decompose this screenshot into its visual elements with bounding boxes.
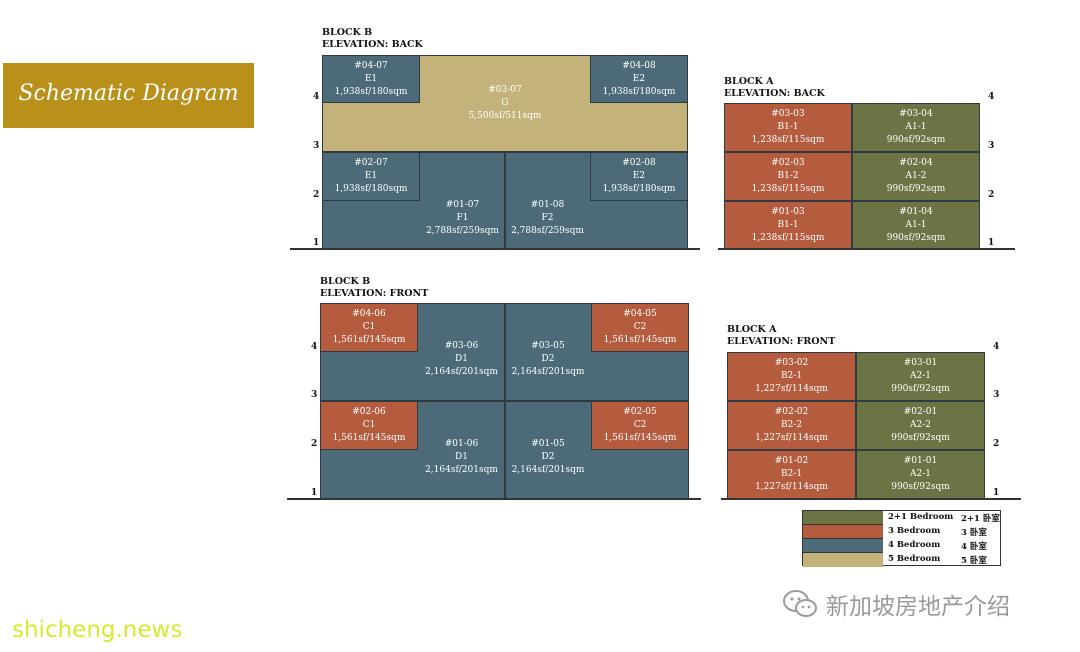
floor-number: 2 [313,190,320,200]
block-a-front-elevation: ELEVATION: FRONT [727,336,836,347]
wechat-icon [783,590,817,617]
wechat-account-name: 新加坡房地产介绍 [826,594,1010,620]
floor-number: 4 [311,342,318,352]
legend-label: 2+1 Bedroom [888,512,954,522]
block-a-back-name: BLOCK A [724,76,774,87]
legend-label-cn: 2+1 卧室 [961,514,1000,524]
legend-swatch [803,539,883,553]
legend-item: 2+1 Bedroom 2+1 卧室 [803,511,1000,525]
legend-swatch [803,553,883,567]
legend-swatch [803,511,883,525]
block-a-front-name: BLOCK A [727,324,777,335]
floor-number: 1 [313,238,320,248]
floor-number: 2 [311,439,318,449]
legend-swatch [803,525,883,539]
block-a-back-label: BLOCK A ELEVATION: BACK [724,76,825,100]
ground-line [721,498,1021,500]
block-a-front-label: BLOCK A ELEVATION: FRONT [727,324,835,348]
ground-line [287,498,701,500]
floor-number: 3 [313,141,320,151]
block-b-back-label: BLOCK B ELEVATION: BACK [322,27,423,51]
site-watermark: shicheng.news [12,617,183,643]
block-b-front-elevation: ELEVATION: FRONT [320,288,429,299]
floor-number: 1 [993,488,1000,498]
bedroom-legend: 2+1 Bedroom 2+1 卧室 3 Bedroom 3 卧室 4 Bedr… [802,510,1001,567]
floor-number: 1 [311,488,318,498]
block-b-front-name: BLOCK B [320,276,371,287]
floor-number: 3 [311,390,318,400]
floor-number: 3 [993,390,1000,400]
block-b-front-label: BLOCK B ELEVATION: FRONT [320,276,428,300]
legend-label: 3 Bedroom [888,526,941,536]
floor-number: 4 [988,92,995,102]
legend-item: 5 Bedroom 5 卧室 [803,553,1000,567]
legend-label-cn: 5 卧室 [961,556,987,566]
block-b-back-elevation: ELEVATION: BACK [322,39,423,50]
diagram-title: Schematic Diagram [18,81,239,106]
legend-item: 3 Bedroom 3 卧室 [803,525,1000,539]
wechat-account-mark: 新加坡房地产介绍 [782,587,1010,621]
block-b-back-name: BLOCK B [322,27,373,38]
ground-line [290,248,700,250]
floor-number: 4 [313,92,320,102]
block-a-back-elevation: ELEVATION: BACK [724,88,825,99]
legend-label: 5 Bedroom [888,554,941,564]
floor-number: 2 [993,439,1000,449]
legend-label-cn: 4 卧室 [961,542,987,552]
floor-number: 2 [988,190,995,200]
floor-number: 1 [988,238,995,248]
ground-line [718,248,1015,250]
floor-number: 4 [993,342,1000,352]
diagram-title-banner: Schematic Diagram [3,63,254,128]
legend-item: 4 Bedroom 4 卧室 [803,539,1000,553]
legend-label: 4 Bedroom [888,540,941,550]
floor-number: 3 [988,141,995,151]
legend-label-cn: 3 卧室 [961,528,987,538]
